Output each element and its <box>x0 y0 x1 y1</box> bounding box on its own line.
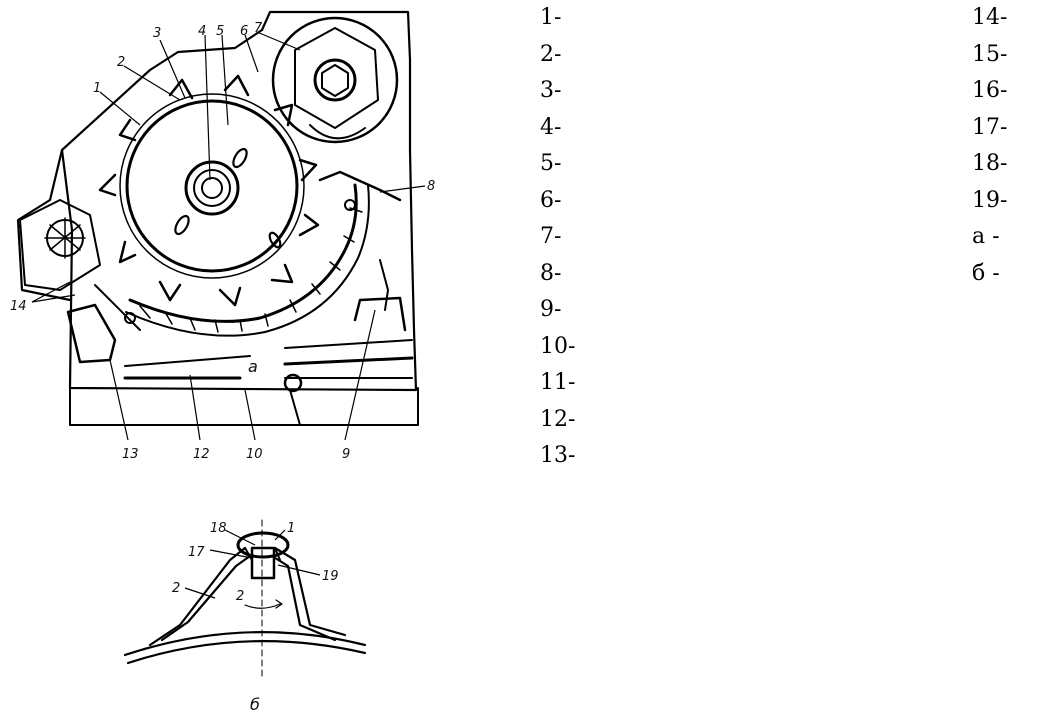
legend-item: б - <box>972 260 1000 286</box>
label-b-1: 1 <box>287 521 295 536</box>
feed-guide <box>124 355 251 367</box>
label-10: 10 <box>246 447 263 462</box>
figure-a-drawing <box>16 10 419 426</box>
label-6: 6 <box>240 24 248 39</box>
label-7: 7 <box>254 21 263 36</box>
legend-item: 3- <box>540 78 562 103</box>
section-label-b: б <box>250 695 260 714</box>
legend-item: 11- <box>540 370 576 395</box>
upper-plate <box>284 339 413 349</box>
label-9: 9 <box>342 447 350 462</box>
legend-item: 9- <box>540 297 562 322</box>
rotation-arrow <box>244 603 281 609</box>
legend-item: 12- <box>540 406 576 432</box>
legend-item: 2- <box>540 41 562 67</box>
concave-grate <box>128 183 358 323</box>
base-curve-outer <box>123 631 367 657</box>
legend-item: 16- <box>972 78 1008 103</box>
legend-item: 13- <box>540 443 576 468</box>
label-12: 12 <box>193 447 210 462</box>
lower-plate <box>283 356 414 366</box>
label-b-17: 17 <box>188 545 205 560</box>
base-curve-inner <box>126 640 367 665</box>
drum-teeth <box>98 74 320 307</box>
upper-roller <box>271 16 399 144</box>
hex-plate <box>294 27 379 129</box>
label-1: 1 <box>93 81 101 96</box>
section-label-a: а <box>248 357 258 376</box>
legend-item: 4- <box>540 114 562 140</box>
legend-item: 1- <box>540 5 562 30</box>
bolt-body <box>250 546 276 580</box>
label-b-18: 18 <box>210 521 227 536</box>
tooth-bracket-left <box>148 546 247 647</box>
label-8: 8 <box>427 179 435 194</box>
figure-b-drawing <box>123 519 367 681</box>
label-13: 13 <box>122 447 139 462</box>
housing-outline <box>60 10 418 392</box>
legend-item: а - <box>972 224 1000 249</box>
main-drum <box>125 99 299 273</box>
base-plate <box>69 387 419 426</box>
label-b-19: 19 <box>322 569 339 584</box>
side-housing <box>16 148 72 302</box>
tooth-bracket-right <box>273 546 347 637</box>
legend-item: 14- <box>972 5 1008 30</box>
drum-rim <box>119 93 305 279</box>
label-4: 4 <box>198 24 206 39</box>
legend-item: 6- <box>540 187 562 213</box>
hub <box>184 160 240 216</box>
right-foot <box>353 296 407 332</box>
legend-item: 5- <box>540 151 562 176</box>
grate-bars <box>139 207 363 333</box>
legend-item: 19- <box>972 187 1008 213</box>
legend-item: 17- <box>972 114 1008 140</box>
legend-item: 8- <box>540 260 562 286</box>
legend-item: 7- <box>540 224 562 249</box>
label-2: 2 <box>117 55 125 70</box>
legend-item: 15- <box>972 41 1008 67</box>
legend-item: 10- <box>540 333 576 359</box>
rivet-head <box>236 531 290 559</box>
figure-b-leaders <box>184 529 321 599</box>
drum-slot <box>232 147 248 169</box>
bolt <box>283 373 303 393</box>
label-b-2-left: 2 <box>172 581 180 596</box>
label-14: 14 <box>10 299 27 314</box>
left-bracket <box>66 303 117 364</box>
legend-item: 18- <box>972 151 1008 176</box>
left-rotor-housing <box>19 199 101 291</box>
right-arm <box>318 170 402 202</box>
figure-a-leaders <box>31 31 426 441</box>
label-5: 5 <box>216 24 224 39</box>
label-3: 3 <box>153 26 161 41</box>
label-b-2-center: 2 <box>236 589 244 604</box>
